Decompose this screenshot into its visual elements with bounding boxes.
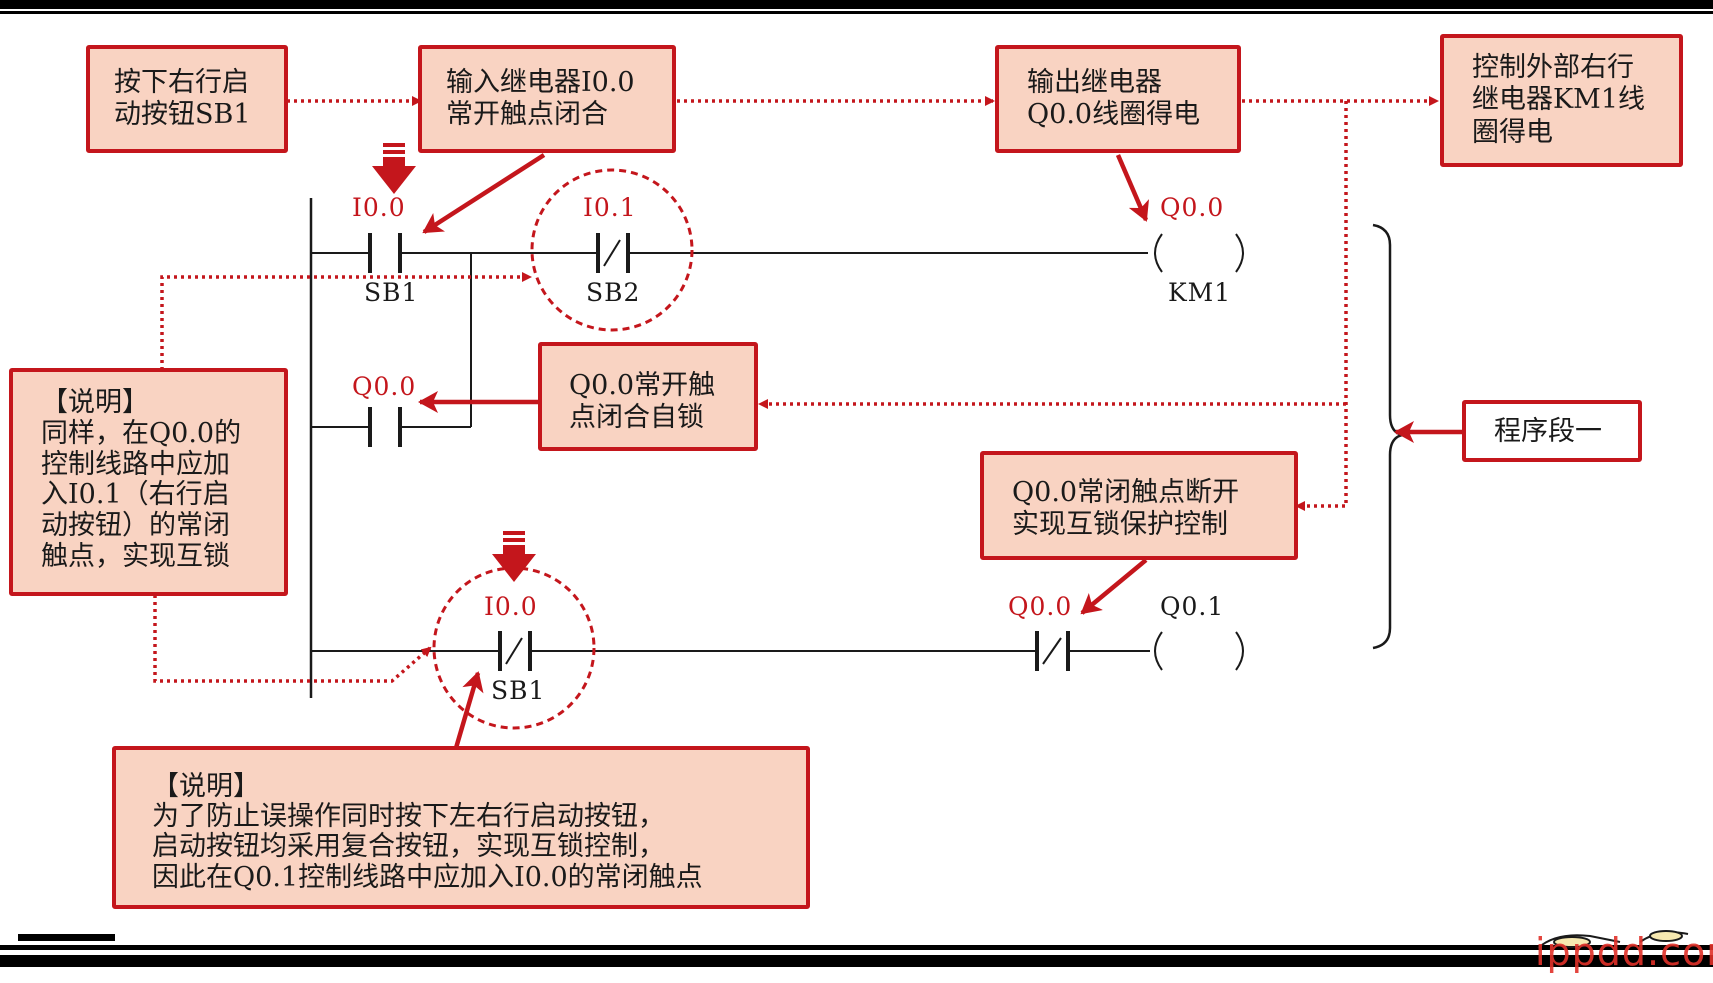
rung1-contact2-address: I0.1	[583, 193, 637, 222]
external-relay-text: 控制外部右行 继电器KM1线 圈得电	[1472, 52, 1645, 148]
rung2-contact2-address: Q0.0	[1008, 592, 1073, 621]
rung1-contact1-address: I0.0	[352, 193, 406, 222]
note-bottom-text: 【说明】 为了防止误操作同时按下左右行启动按钮， 启动按钮均采用复合按钮，实现互…	[152, 771, 703, 893]
watermark-logo	[1537, 930, 1689, 949]
rung1-coil-name: KM1	[1168, 278, 1232, 307]
program-segment-box: 程序段一	[1462, 400, 1642, 462]
note-left-text: 【说明】 同样，在Q0.0的 控制线路中应加 入I0.1（右行启 动按钮）的常闭…	[41, 387, 242, 572]
self-lock-text: Q0.0常开触 点闭合自锁	[569, 370, 716, 434]
rung-1	[311, 233, 1244, 447]
program-segment-label: 程序段一	[1494, 416, 1602, 447]
interlock-text: Q0.0常闭触点断开 实现互锁保护控制	[1012, 477, 1240, 541]
external-relay-box: 控制外部右行 继电器KM1线 圈得电	[1440, 34, 1683, 167]
note-bottom-box: 【说明】 为了防止误操作同时按下左右行启动按钮， 启动按钮均采用复合按钮，实现互…	[112, 746, 810, 909]
rung2-contact1-name: SB1	[491, 676, 546, 705]
rung2-contact1-address: I0.0	[484, 592, 538, 621]
rung1-contact2-name: SB2	[586, 278, 641, 307]
branch-contact-address: Q0.0	[352, 372, 417, 401]
interlock-box: Q0.0常闭触点断开 实现互锁保护控制	[980, 451, 1298, 560]
press-down-arrow-2	[492, 531, 536, 582]
press-button-text: 按下右行启 动按钮SB1	[114, 67, 251, 131]
pointer-arrows	[418, 153, 1490, 749]
flow-connectors	[153, 96, 1439, 683]
highlight-circle-i01	[530, 168, 694, 332]
input-relay-text: 输入继电器I0.0 常开触点闭合	[446, 67, 635, 131]
rung2-coil-address: Q0.1	[1160, 592, 1225, 621]
press-button-box: 按下右行启 动按钮SB1	[86, 45, 288, 153]
program-brace	[1372, 223, 1403, 650]
press-down-arrow-1	[372, 143, 416, 194]
output-relay-text: 输出继电器 Q0.0线圈得电	[1027, 67, 1201, 131]
watermark-text: ippdd.com	[1535, 930, 1713, 974]
output-relay-box: 输出继电器 Q0.0线圈得电	[995, 45, 1241, 153]
rung1-coil-address: Q0.0	[1160, 193, 1225, 222]
self-lock-box: Q0.0常开触 点闭合自锁	[538, 342, 758, 451]
input-relay-box: 输入继电器I0.0 常开触点闭合	[418, 45, 676, 153]
rung-2	[311, 631, 1244, 671]
note-left-box: 【说明】 同样，在Q0.0的 控制线路中应加 入I0.1（右行启 动按钮）的常闭…	[9, 368, 288, 596]
rung1-contact1-name: SB1	[364, 278, 419, 307]
